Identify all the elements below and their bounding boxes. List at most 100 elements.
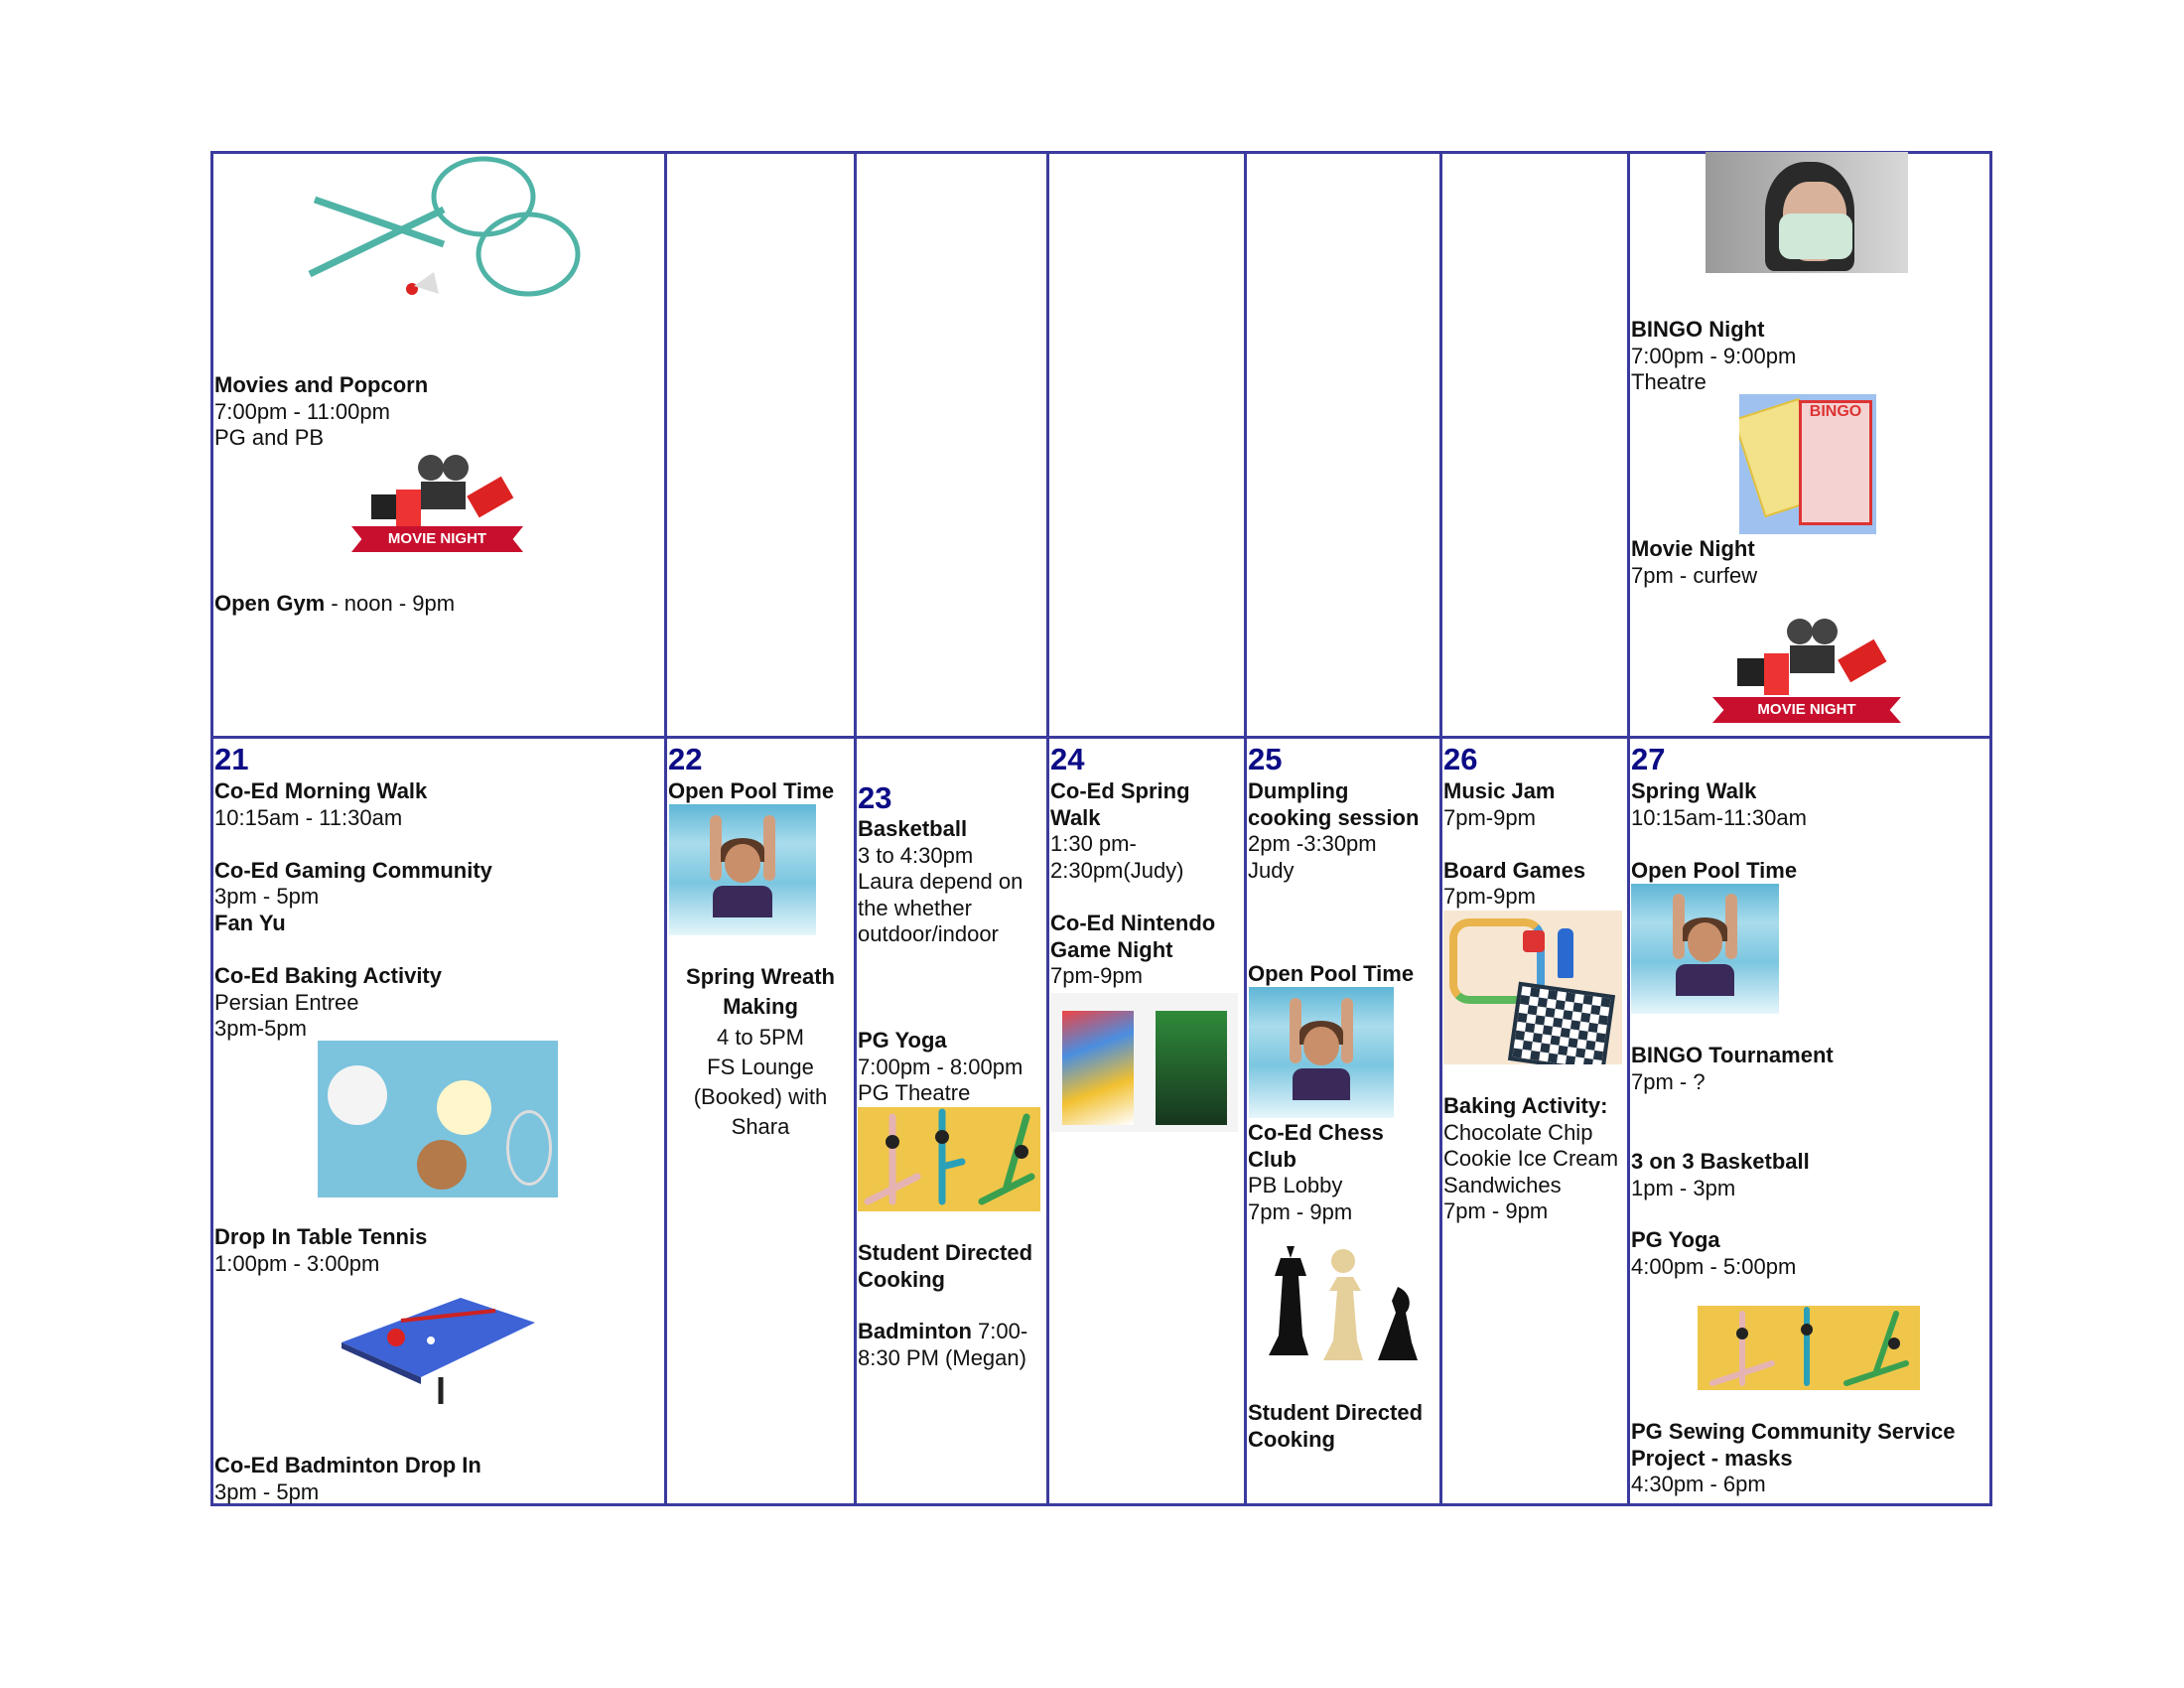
event-title: Co-Ed Spring [1050,778,1190,803]
event-line: Theatre [1631,369,1796,396]
movie-night-banner: MOVIE NIGHT [351,526,523,552]
event-line: Co-Ed Baking Activity [214,963,492,990]
day-number-27: 27 [1631,742,1666,776]
event-line: 3pm - 5pm [214,884,492,911]
event-detail: the whether [858,895,972,920]
table-tennis-image [332,1283,541,1407]
yoga-image [1698,1306,1920,1390]
event-line: Movies and Popcorn [214,372,428,399]
event-open-pool-time: Open Pool Time [668,778,834,805]
event-line: 10:15am - 11:30am [214,805,492,832]
event-line [1631,831,1807,858]
event-line: 7pm-9pm [1050,963,1215,990]
event-title: PG Yoga [1631,1227,1720,1252]
event-title: Game Night [1050,936,1173,962]
event-title: Student Directed [1248,1400,1424,1425]
event-detail: 1pm - 3pm [1631,1175,1736,1200]
event-line: Badminton 7:00- [858,1319,1027,1345]
event-title: Co-Ed Gaming Community [214,857,492,883]
nintendo-games-image [1050,993,1238,1132]
event-detail: 3pm - 5pm [214,884,320,910]
day-number-21: 21 [214,742,249,776]
event-line: PB Lobby [1248,1173,1384,1199]
event-line: Movie Night [1631,536,1757,563]
event-line: Drop In Table Tennis [214,1224,427,1251]
event-line: 8:30 PM (Megan) [858,1345,1027,1372]
column-divider [1046,151,1049,1506]
event-line: PG Sewing Community Service [1631,1419,1955,1446]
event-title: Spring Wreath [686,964,835,989]
event-detail: - noon - 9pm [325,591,456,616]
event-line: Open Pool Time [1248,961,1414,988]
event-title: Co-Ed Morning Walk [214,778,428,803]
event-line: BINGO Night [1631,317,1796,344]
event-line: BINGO Tournament [1631,1043,1834,1069]
event-line: 3pm - 5pm [214,1479,481,1506]
event-open-gym: Open Gym - noon - 9pm [214,591,455,618]
event-title: Co-Ed Nintendo [1050,910,1216,935]
event-detail: PG and PB [214,425,325,451]
event-line: 7pm - 9pm [1248,1199,1384,1226]
event-detail: Sandwiches [1443,1172,1562,1197]
event-line: 7:00pm - 11:00pm [214,399,428,426]
event-title: Co-Ed Baking Activity [214,963,442,989]
day-number-22: 22 [668,742,703,776]
baking-image [318,1041,558,1197]
event-title: Project - masks [1631,1445,1793,1471]
event-line [214,831,492,858]
event-title: PG Sewing Community Service [1631,1419,1956,1444]
event-badminton: Badminton 7:00-8:30 PM (Megan) [858,1319,1027,1371]
event-line: Dumpling [1248,778,1419,805]
event-detail: 10:15am-11:30am [1631,804,1807,830]
event-detail: Persian Entree [214,989,359,1015]
event-line: (Booked) with [667,1082,854,1112]
mask-photo-image [1706,152,1908,273]
event-detail: 7pm - 9pm [1248,1198,1353,1224]
event-detail: 1:00pm - 3:00pm [214,1250,380,1276]
event-line: Cooking [1248,1427,1423,1454]
event-line: Making [667,992,854,1022]
badminton-image [295,155,584,313]
event-title: Movies and Popcorn [214,372,429,397]
event-detail: 7:00pm - 8:00pm [858,1054,1024,1079]
event-title: BINGO Tournament [1631,1043,1834,1067]
event-title: Dumpling [1248,778,1349,803]
event-line [1443,831,1585,858]
event-line: 7pm - curfew [1631,563,1757,590]
event-line: Club [1248,1147,1384,1174]
event-line: Co-Ed Gaming Community [214,858,492,885]
pool-image [669,804,816,935]
event-title: Open Pool Time [668,778,835,803]
day-number-23: 23 [858,780,892,815]
event-line: PG and PB [214,425,428,452]
pool-image [1631,884,1779,1014]
event-line: Persian Entree [214,990,492,1017]
event-line: 2:30pm(Judy) [1050,858,1215,885]
event-line: 4:30pm - 6pm [1631,1472,1955,1498]
event-detail: 3pm-5pm [214,1016,307,1042]
event-title: Open Gym [214,591,326,616]
row-divider [210,736,1992,739]
event-line: cooking session [1248,805,1419,832]
event-line: 7pm - ? [1631,1069,1834,1096]
event-title: Cooking [858,1266,945,1292]
event-detail: 1:30 pm- [1050,831,1137,857]
event-title: 3 on 3 Basketball [1631,1149,1810,1174]
bingo-card-label: BINGO [1799,400,1872,525]
event-title: Walk [1050,804,1101,830]
event-line: Co-Ed Chess [1248,1120,1384,1147]
event-detail: 7pm - curfew [1631,562,1758,588]
event-line: PG Yoga [1631,1227,1796,1254]
event-title: BINGO Night [1631,317,1765,342]
event-title: Co-Ed Badminton Drop In [214,1453,481,1477]
event-line: 7pm - 9pm [1443,1198,1618,1225]
